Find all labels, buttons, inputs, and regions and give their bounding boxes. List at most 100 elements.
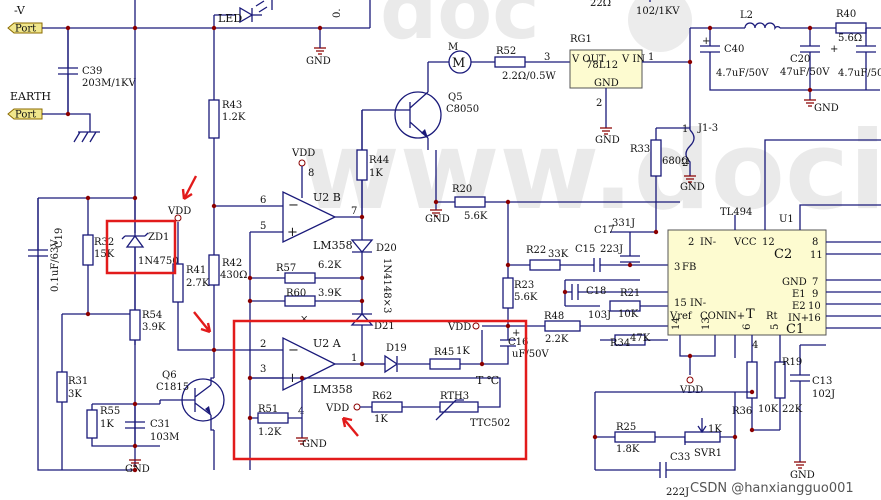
highlight-box-zener — [105, 219, 177, 275]
opamp-u2b: − + — [282, 190, 337, 244]
resistor-r21 — [609, 300, 641, 312]
svg-text:C2: C2 — [774, 247, 792, 262]
gnd-symbol — [314, 45, 326, 55]
r52-label: R52 — [496, 46, 516, 57]
svg-text:C1: C1 — [786, 322, 804, 337]
motor-m: M — [448, 50, 472, 74]
svg-text:IN+: IN+ — [788, 313, 809, 324]
resistor-r33 — [650, 127, 690, 232]
watermark-top: doc — [380, 0, 540, 57]
gnd-symbol — [600, 127, 612, 135]
pin-10: 10 — [808, 301, 821, 312]
svg-text:Vref: Vref — [669, 311, 693, 322]
gnd-symbol — [296, 437, 308, 445]
r20-label: R20 — [452, 184, 472, 195]
svr1-label: SVR1 — [694, 448, 722, 459]
potentiometer-svr1 — [684, 418, 721, 443]
c19-value: 0.1uF/63V — [50, 239, 61, 292]
pin-1: 1 — [351, 353, 357, 364]
vdd-label: VDD — [167, 206, 191, 217]
c-right-plus: + — [830, 44, 838, 55]
svg-text:IN-: IN- — [700, 237, 716, 248]
c33-label: C33 — [670, 452, 690, 463]
resistor-r34 — [600, 334, 668, 346]
svg-text:−: − — [288, 198, 299, 213]
pin-7: 7 — [812, 277, 818, 288]
c18-label: C18 — [586, 286, 606, 297]
top-22-value: 22Ω — [590, 0, 611, 9]
lm358-b-label: LM358 — [313, 239, 353, 252]
r62-value: 1K — [374, 414, 388, 425]
r54-label: R54 — [142, 310, 162, 321]
r33-label: R33 — [630, 144, 650, 155]
capacitor-c40 — [700, 45, 720, 53]
capacitor-c13 — [790, 374, 810, 382]
j-pin-1: 1 — [682, 124, 688, 135]
vdd-label: VDD — [325, 403, 349, 414]
red-arrow — [341, 416, 359, 437]
d20-label: D20 — [376, 243, 397, 254]
svg-text:IN+: IN+ — [724, 311, 745, 322]
svg-text:V OUT: V OUT — [571, 54, 606, 65]
pin-11: 11 — [810, 250, 823, 261]
gnd-label: GND — [595, 135, 620, 146]
r22-label: R22 — [526, 245, 546, 256]
r55-value: 1K — [100, 419, 114, 430]
gnd-label: GND — [790, 470, 815, 481]
r60-value: 3.9K — [318, 288, 342, 299]
r25-label: R25 — [616, 422, 636, 433]
gnd-label: GND — [814, 103, 839, 114]
vdd-mark: × — [300, 314, 308, 325]
r60-label: R60 — [286, 288, 306, 299]
svg-text:GND: GND — [594, 78, 619, 89]
capacitor-c31 — [125, 421, 145, 429]
c19-label: C19 — [54, 228, 65, 248]
c15-label: C15 — [575, 244, 595, 255]
c13-label: C13 — [812, 376, 832, 387]
resistor-r52 — [494, 56, 526, 68]
led-label: LED — [218, 12, 242, 25]
lm358-a-label: LM358 — [313, 383, 353, 396]
pin-6: 6 — [742, 324, 753, 330]
capacitor-right — [856, 45, 876, 53]
r42-value: 430Ω — [220, 270, 247, 281]
resistor-r62 — [371, 401, 403, 413]
c17-label: C17 — [594, 225, 614, 236]
pin-12: 12 — [762, 237, 775, 248]
r48-value: 2.2K — [545, 334, 569, 345]
svg-text:Port: Port — [15, 110, 36, 121]
resistor-r57 — [250, 272, 362, 284]
r57-label: R57 — [276, 263, 296, 274]
c16-value: uF/50V — [512, 349, 549, 360]
regulator-rg1: V OUT 78L12 V IN GND — [569, 49, 645, 89]
c13-value: 102J — [812, 389, 835, 400]
port-earth: Port — [7, 108, 43, 121]
pin-6: 6 — [260, 195, 266, 206]
q5-label: Q5 — [448, 92, 463, 103]
transistor-q5 — [394, 62, 442, 150]
earth-label: EARTH — [10, 90, 51, 103]
r40-label: R40 — [836, 9, 856, 20]
gnd-symbol — [430, 209, 442, 217]
c16-plus: + — [512, 328, 520, 339]
c31-value: 103M — [150, 432, 179, 443]
resistor-r40 — [835, 22, 867, 34]
resistor-r31 — [56, 314, 68, 470]
r62-label: R62 — [372, 391, 392, 402]
r19-label: R19 — [782, 357, 802, 368]
ic-tl494: IN- VCC C2 FB GND E1 E2 IN+ C1 IN- Vref … — [667, 229, 827, 337]
red-arrow — [181, 175, 198, 201]
resistor-r42 — [208, 254, 220, 286]
r51-value: 1.2K — [258, 427, 282, 438]
c20-label: C20 — [790, 54, 810, 65]
pin-8: 8 — [308, 168, 314, 179]
capacitor-c17 — [620, 255, 640, 263]
vdd-label: VDD — [447, 322, 471, 333]
gnd-label: GND — [306, 56, 331, 67]
r36-value: 10K — [758, 404, 779, 415]
c15-value: 223J — [600, 244, 623, 255]
gnd-symbol — [804, 99, 816, 107]
c20-value: 47uF/50V — [780, 67, 830, 78]
q5-type: C8050 — [446, 104, 479, 115]
r43-label: R43 — [222, 100, 242, 111]
